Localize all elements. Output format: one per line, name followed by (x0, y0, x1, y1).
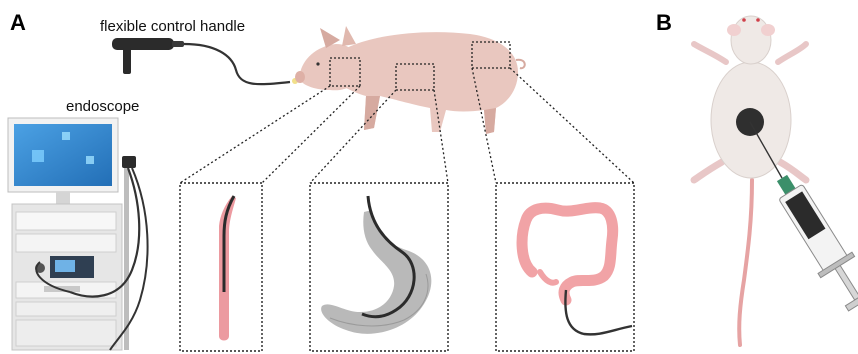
colon-panel (496, 183, 634, 351)
endoscope-label: endoscope (66, 98, 139, 115)
endoscope-tower-icon (8, 118, 148, 350)
esophagus-panel (180, 183, 262, 351)
handle-label: flexible control handle (100, 18, 245, 35)
stomach-panel (310, 183, 448, 351)
control-handle-icon (112, 38, 298, 84)
panel-label-b: B (656, 10, 672, 36)
panel-label-a: A (10, 10, 26, 36)
